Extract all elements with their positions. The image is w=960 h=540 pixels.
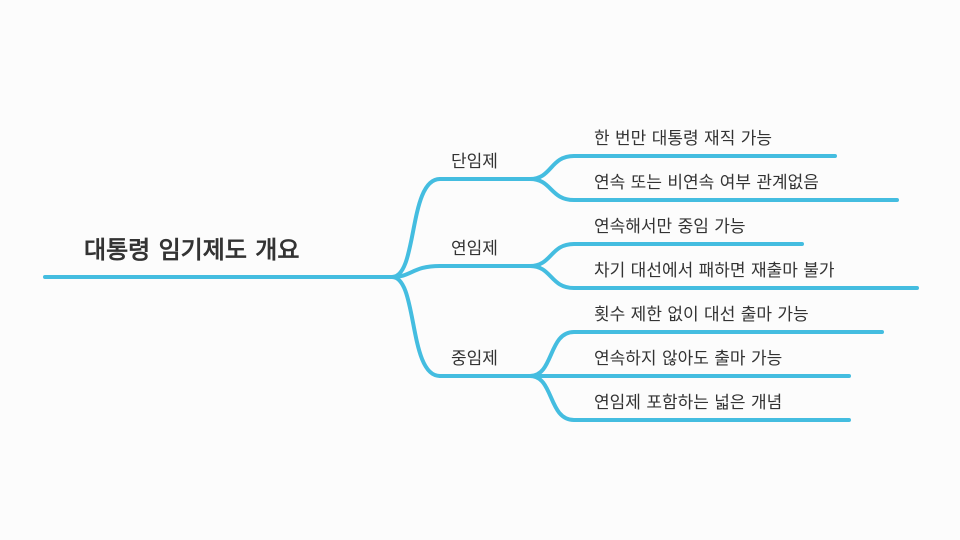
leaf-label-3-1: 횟수 제한 없이 대선 출마 가능 [594, 305, 809, 325]
branch-label-danimje: 단임제 [451, 152, 498, 172]
leaf-label-2-2: 차기 대선에서 패하면 재출마 불가 [594, 261, 835, 281]
leaf-label-3-3: 연임제 포함하는 넓은 개념 [594, 393, 783, 413]
leaf-label-2-1: 연속해서만 중임 가능 [594, 217, 746, 237]
leaf-line-1-2 [528, 177, 899, 202]
leaf-label-1-2: 연속 또는 비연속 여부 관계없음 [594, 173, 819, 193]
leaf-line-3-3 [528, 374, 851, 422]
leaf-line-2-2 [528, 264, 919, 290]
connector-root-danimje [390, 177, 442, 279]
branch-label-jungimje: 중임제 [451, 349, 498, 369]
leaf-label-3-2: 연속하지 않아도 출마 가능 [594, 349, 783, 369]
branch-label-yeonimje: 연임제 [451, 239, 498, 259]
connector-root-jungimje [390, 275, 442, 378]
leaf-label-1-1: 한 번만 대통령 재직 가능 [594, 129, 773, 149]
root-topic: 대통령 임기제도 개요 [84, 236, 300, 264]
